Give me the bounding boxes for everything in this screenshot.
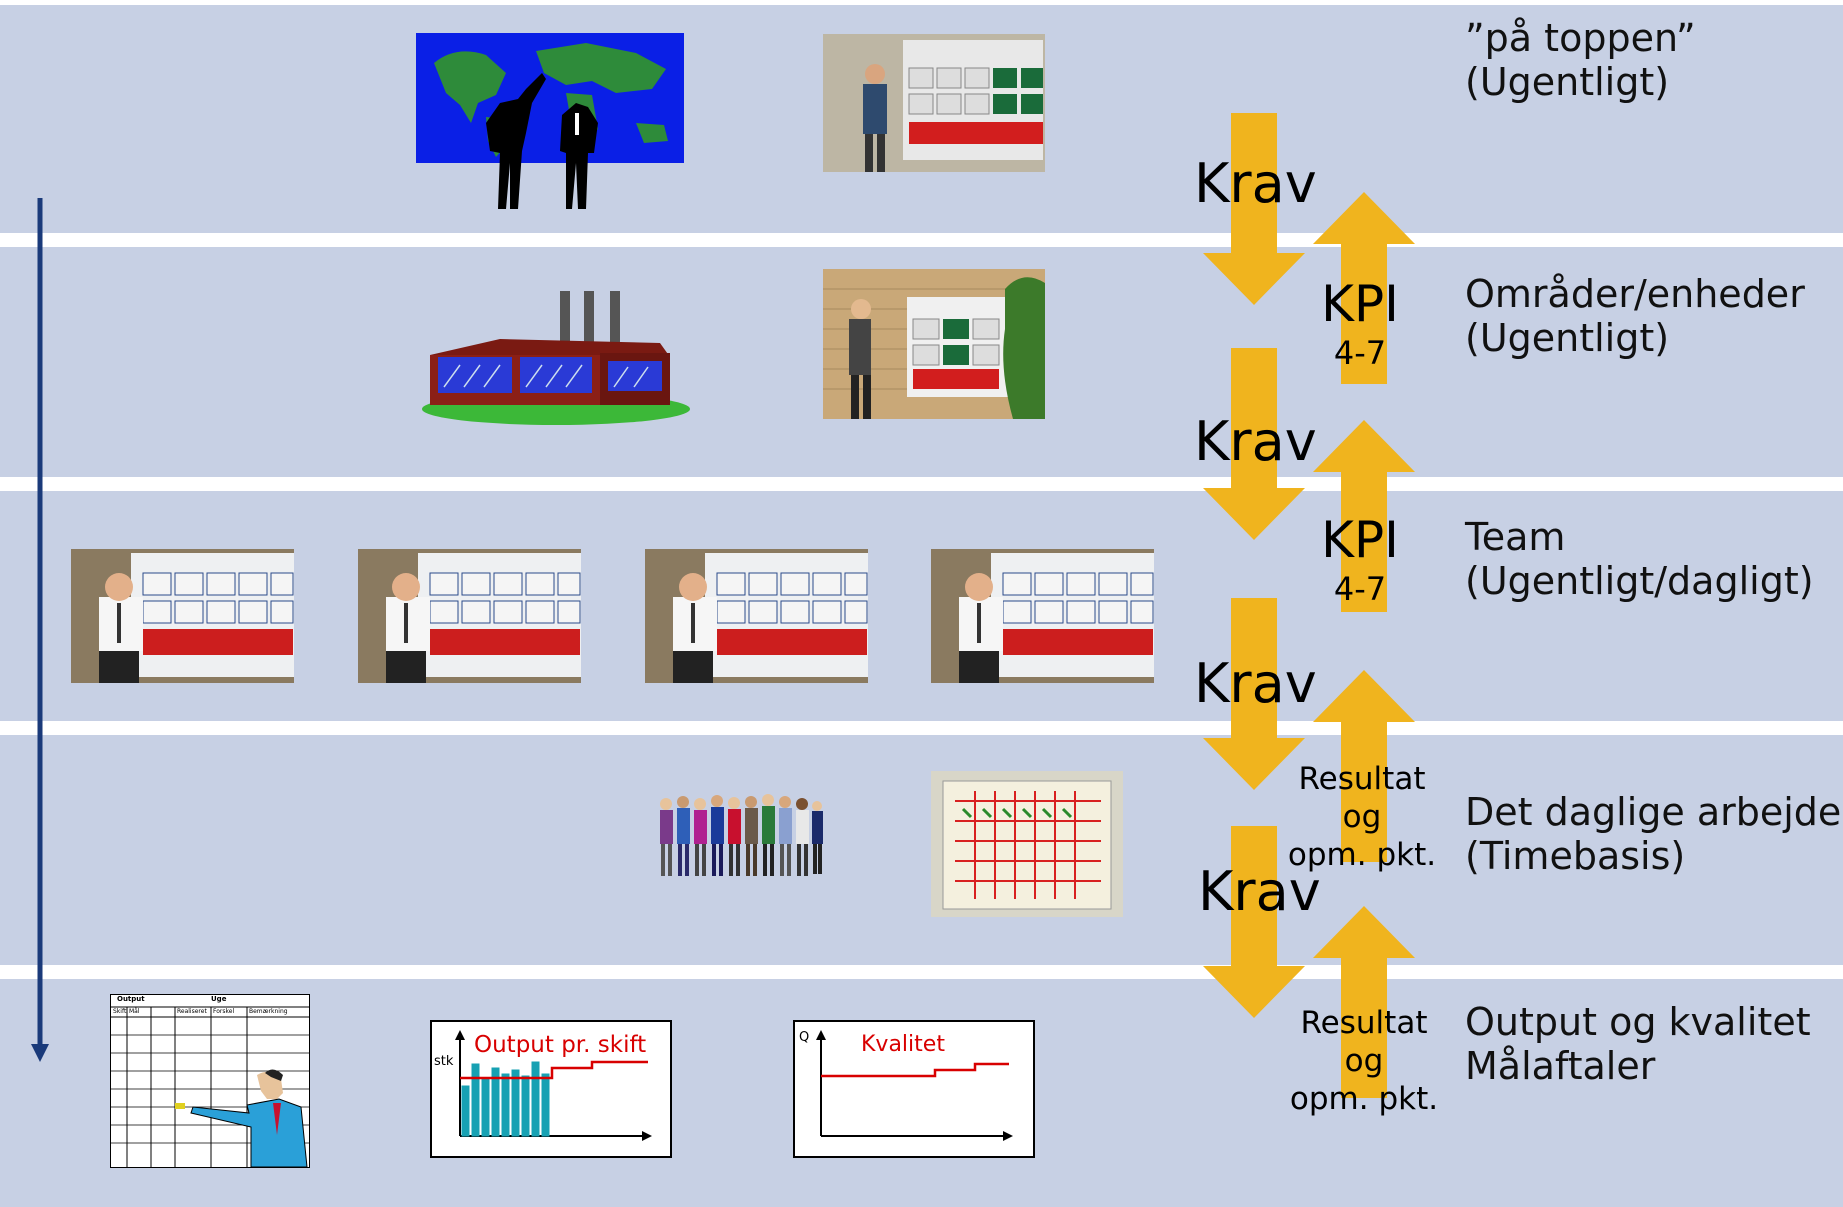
krav-label-1: Krav (1194, 152, 1317, 215)
factory-image (422, 291, 690, 425)
cascade-down-arrow-icon (31, 198, 49, 1062)
krav-down-arrow-4 (1203, 826, 1305, 1018)
team-board-photo-3 (645, 549, 868, 683)
board-meeting-photo-2 (823, 269, 1045, 419)
level-band-team (0, 491, 1843, 721)
output-chart-ylabel: stk (434, 1054, 454, 1069)
form-col-skift: Skift (113, 1008, 127, 1015)
form-header-right: Uge (211, 995, 227, 1003)
level-label-areas: Områder/enheder(Ugentligt) (1465, 272, 1805, 360)
form-col-forskel: Forskel (213, 1008, 235, 1015)
krav-down-arrow-2 (1203, 348, 1305, 540)
kpi-label-2: KPI (1321, 511, 1399, 569)
form-header-left: Output (117, 995, 145, 1003)
level-label-top: ”på toppen”(Ugentligt) (1465, 16, 1696, 104)
kpi-range-label-2: 4-7 (1333, 570, 1387, 608)
result-up-arrow-2 (1313, 906, 1415, 1098)
output-form-image: Output Uge Skift Mål Realiseret Forskel … (110, 994, 310, 1168)
output-chart-title: Output pr. skift (474, 1032, 647, 1058)
krav-down-arrow-3 (1203, 598, 1305, 790)
board-meeting-photo-1 (823, 34, 1045, 172)
result-up-arrow-1 (1313, 670, 1415, 862)
team-board-photo-2 (358, 549, 581, 683)
team-board-photo-1 (71, 549, 294, 683)
form-col-maal: Mål (129, 1008, 140, 1015)
people-group-image (660, 794, 823, 876)
form-col-realiseret: Realiseret (177, 1008, 207, 1015)
quality-chart-ylabel: Q (799, 1030, 810, 1045)
kpi-up-arrow-2 (1313, 420, 1415, 612)
level-label-team: Team(Ugentligt/dagligt) (1465, 515, 1814, 603)
world-map-silhouettes-image (416, 33, 684, 209)
team-board-photo-4 (931, 549, 1154, 683)
krav-label-4: Krav (1198, 860, 1321, 923)
kpi-up-arrow-1 (1313, 192, 1415, 384)
form-col-bemaerkning: Bemærkning (249, 1008, 288, 1015)
whiteboard-photo (931, 771, 1123, 917)
krav-down-arrow-1 (1203, 113, 1305, 305)
level-band-daily (0, 735, 1843, 965)
level-label-daily: Det daglige arbejde(Timebasis) (1465, 790, 1842, 878)
quality-chart: Kvalitet Q (793, 1020, 1035, 1158)
krav-label-3: Krav (1194, 652, 1317, 715)
kpi-label-1: KPI (1321, 275, 1399, 333)
kpi-range-label-1: 4-7 (1333, 334, 1387, 372)
quality-chart-title: Kvalitet (861, 1032, 945, 1057)
krav-label-2: Krav (1194, 410, 1317, 473)
output-chart: Output pr. skift stk (430, 1020, 672, 1158)
